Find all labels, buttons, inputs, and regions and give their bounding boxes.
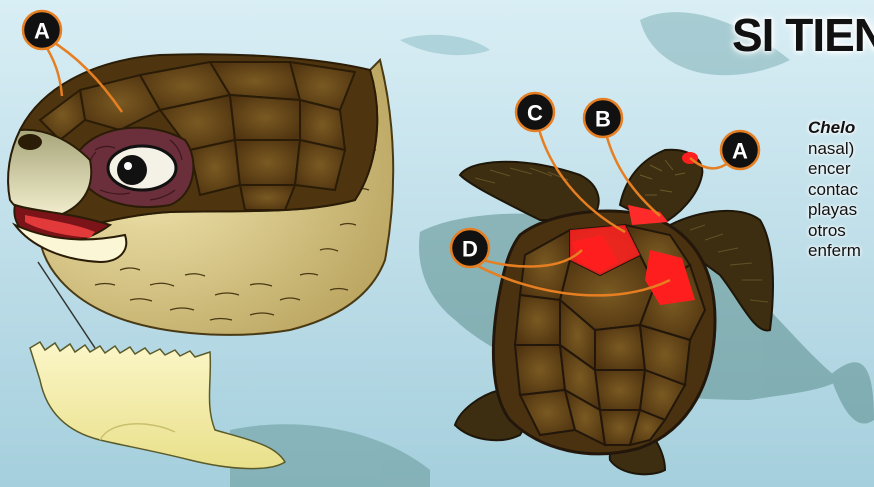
svg-text:D: D <box>462 237 478 262</box>
text-line: Chelo <box>808 118 874 139</box>
text-line: playas <box>808 200 874 221</box>
marker-shell-a: A <box>721 131 759 169</box>
text-line: otros <box>808 221 874 242</box>
text-line: nasal) <box>808 139 874 160</box>
description-text: Chelo nasal) encer contac playas otros e… <box>808 118 874 262</box>
svg-text:A: A <box>732 139 748 164</box>
page-title: SI TIEN <box>732 8 874 62</box>
marker-head-a: A <box>23 11 61 49</box>
text-line: encer <box>808 159 874 180</box>
text-line: enferm <box>808 241 874 262</box>
svg-text:C: C <box>527 101 543 126</box>
nostril <box>18 134 42 150</box>
marker-shell-b: B <box>584 99 622 137</box>
marker-shell-d: D <box>451 229 489 267</box>
svg-text:B: B <box>595 107 611 132</box>
marker-shell-c: C <box>516 93 554 131</box>
text-line: contac <box>808 180 874 201</box>
svg-text:A: A <box>34 19 50 44</box>
